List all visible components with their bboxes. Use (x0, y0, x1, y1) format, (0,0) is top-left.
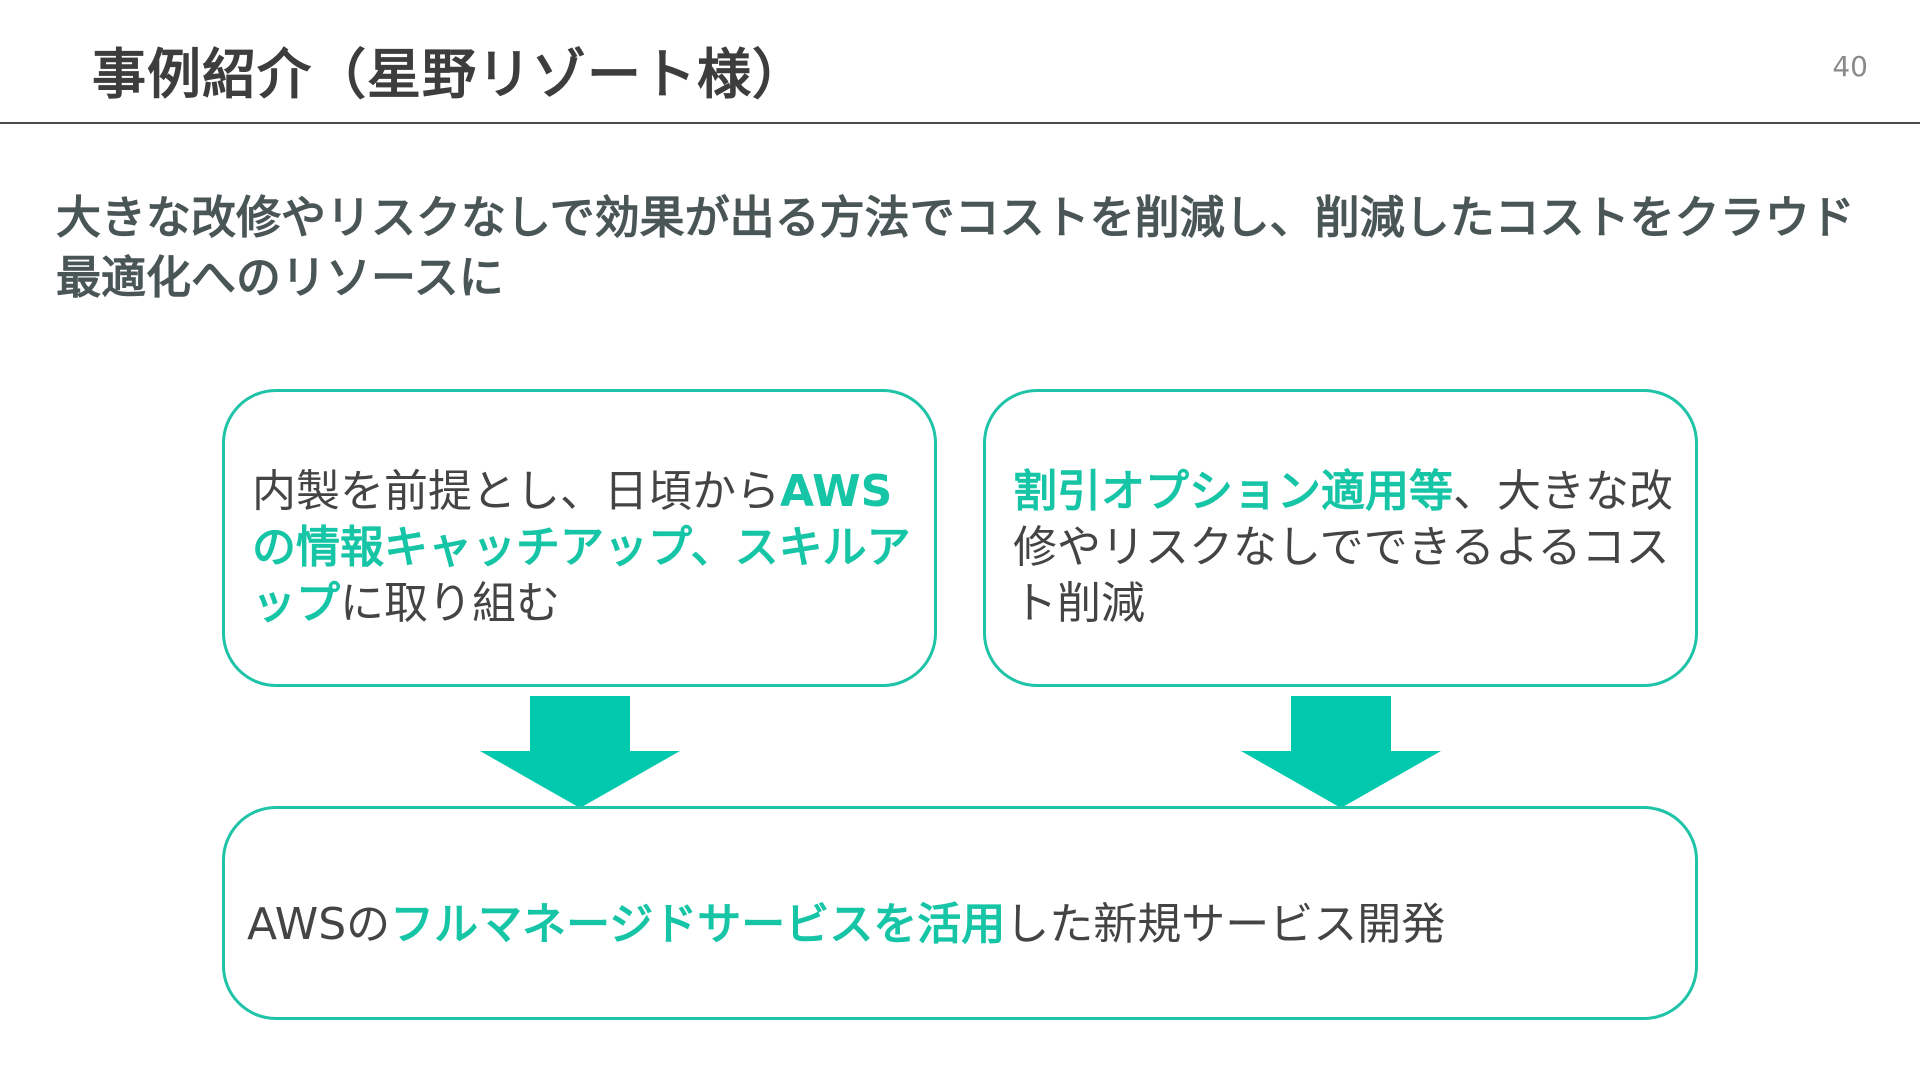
slide-subtitle: 大きな改修やリスクなしで効果が出る方法でコストを削減し、削減したコストをクラウド… (56, 191, 1855, 304)
down-arrow-left-shape (480, 696, 680, 808)
cost-reduction-text-part2: 、大きな改修やリスクなしでできるよるコスト削減 (1013, 466, 1673, 629)
in-house-skills-box: 内製を前提とし、日頃からAWSの情報キャッチアップ、スキルアップに取り組む (222, 389, 937, 687)
in-house-skills-text: 内製を前提とし、日頃からAWSの情報キャッチアップ、スキルアップに取り組む (252, 464, 922, 632)
down-arrow-icon (480, 696, 680, 808)
new-service-box: AWSのフルマネージドサービスを活用した新規サービス開発 (222, 806, 1698, 1020)
down-arrow-icon (1241, 696, 1441, 808)
in-house-skills-highlight: AWSの情報キャッチアップ、スキルアップ (252, 466, 911, 629)
page-number: 40 (1832, 50, 1868, 83)
page-title: 事例紹介（星野リゾート様） (92, 43, 807, 106)
in-house-skills-text-part1: 内製を前提とし、日頃から (252, 466, 780, 517)
new-service-text: AWSのフルマネージドサービスを活用した新規サービス開発 (247, 897, 1667, 953)
new-service-text-part3: した新規サービス開発 (1005, 899, 1446, 950)
title-divider (0, 122, 1920, 124)
cost-reduction-box: 割引オプション適用等、大きな改修やリスクなしでできるよるコスト削減 (983, 389, 1698, 687)
cost-reduction-highlight: 割引オプション適用等 (1013, 466, 1453, 517)
in-house-skills-text-part3: に取り組む (340, 578, 560, 629)
new-service-text-part1: AWSの (247, 899, 391, 950)
cost-reduction-text: 割引オプション適用等、大きな改修やリスクなしでできるよるコスト削減 (1013, 464, 1683, 632)
down-arrow-right-shape (1241, 696, 1441, 808)
new-service-highlight: フルマネージドサービスを活用 (390, 899, 1006, 950)
